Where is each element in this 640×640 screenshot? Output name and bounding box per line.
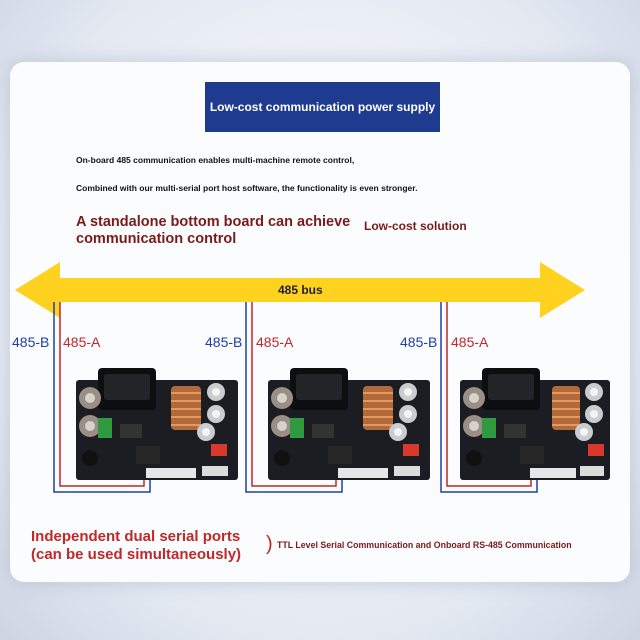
wire-label-b-3: 485-B: [400, 334, 438, 350]
wire-label-a-3: 485-A: [451, 334, 489, 350]
serial-ports-line-2: (can be used simultaneously): [31, 546, 242, 563]
wire-label-b-1: 485-B: [12, 334, 50, 350]
description-line-2: Combined with our multi-serial port host…: [76, 183, 418, 193]
wire-label-a-2: 485-A: [256, 334, 294, 350]
bus-label: 485 bus: [278, 283, 323, 297]
serial-ports-line-1: Independent dual serial ports: [31, 528, 241, 545]
headline: A standalone bottom board can achieve co…: [76, 214, 350, 248]
wires-board-3: [440, 302, 538, 493]
tagline: Low-cost solution: [364, 219, 467, 233]
page-title: Low-cost communication power supply: [205, 82, 440, 132]
serial-ports-heading: Independent dual serial ports (can be us…: [31, 528, 241, 564]
wires-board-1: [53, 302, 151, 493]
closing-paren: ): [266, 533, 273, 555]
wires-board-2: [245, 302, 343, 493]
content-card: [10, 62, 630, 582]
circuit-board-icon: [460, 368, 610, 480]
description-line-1: On-board 485 communication enables multi…: [76, 155, 355, 165]
serial-ports-note: TTL Level Serial Communication and Onboa…: [277, 540, 572, 550]
headline-line-2: communication control: [76, 231, 237, 247]
circuit-board-icon: [268, 368, 430, 480]
double-arrow-bus-icon: [15, 262, 585, 318]
wire-label-a-1: 485-A: [63, 334, 101, 350]
wire-label-b-2: 485-B: [205, 334, 243, 350]
circuit-board-icon: [76, 368, 238, 480]
headline-line-1: A standalone bottom board can achieve: [76, 214, 351, 230]
